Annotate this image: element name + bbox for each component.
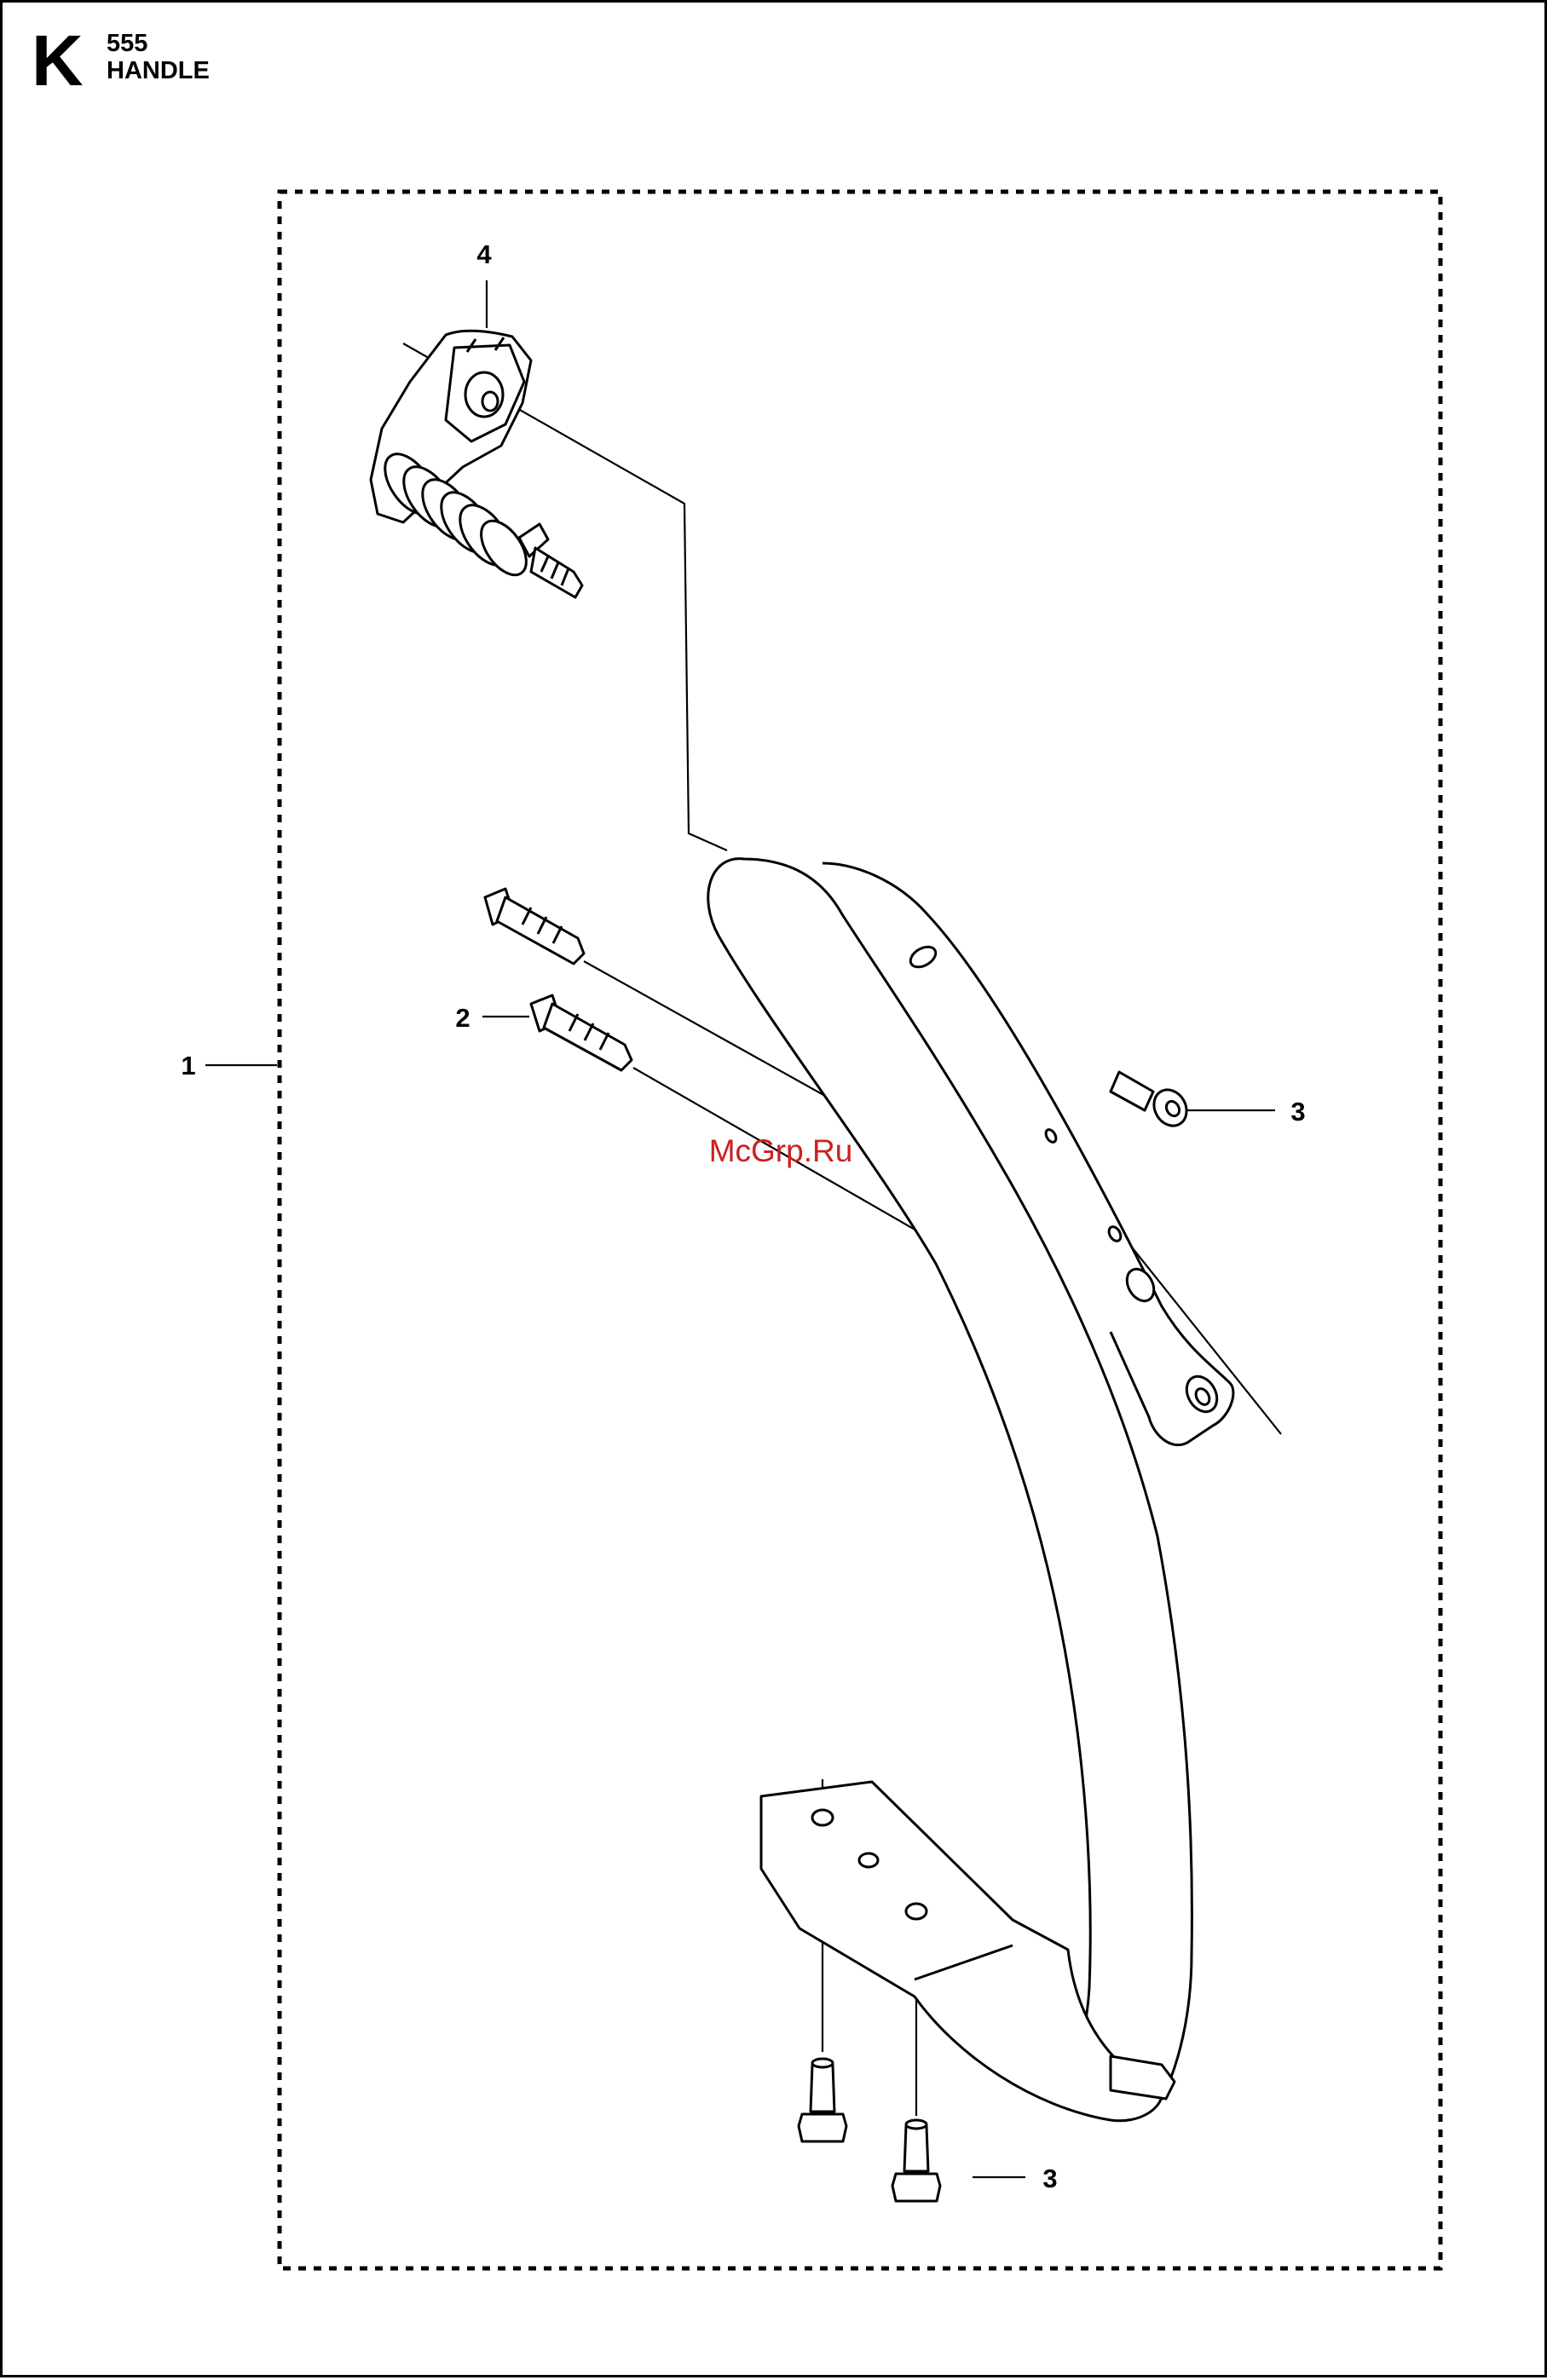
screw-bottom-right (892, 2120, 940, 2201)
screw-shank (904, 2126, 928, 2171)
damper-bore-inner (482, 392, 498, 411)
watermark: McGrp.Ru (709, 1133, 853, 1168)
foot-hole-2 (859, 1853, 878, 1867)
foot-hole-3 (906, 1904, 926, 1919)
screw-head (799, 2114, 846, 2141)
screw-tip (906, 2120, 926, 2129)
callout-screw-right: 3 (1290, 1097, 1305, 1127)
screw-shank (1111, 1072, 1153, 1110)
screw-right (1111, 1072, 1193, 1132)
front-handle (708, 859, 1233, 2121)
screw-left-lower (531, 995, 632, 1070)
screw-head (892, 2174, 940, 2201)
foot-hole-1 (812, 1810, 833, 1825)
callout-damper: 4 (476, 239, 492, 269)
screw-tip (812, 2059, 833, 2067)
screw-shank (811, 2065, 834, 2112)
callout-kit: 1 (181, 1051, 195, 1081)
callout-screw-left: 2 (455, 1003, 470, 1033)
screw-left-upper (485, 889, 584, 964)
damper-stud (531, 548, 582, 597)
anti-vibration-damper (371, 331, 582, 597)
exploded-view-diagram: 1 4 2 3 3 McGrp.Ru (3, 3, 1547, 2380)
screw-bottom-left (799, 2059, 846, 2141)
callout-screw-bottom: 3 (1042, 2164, 1057, 2193)
